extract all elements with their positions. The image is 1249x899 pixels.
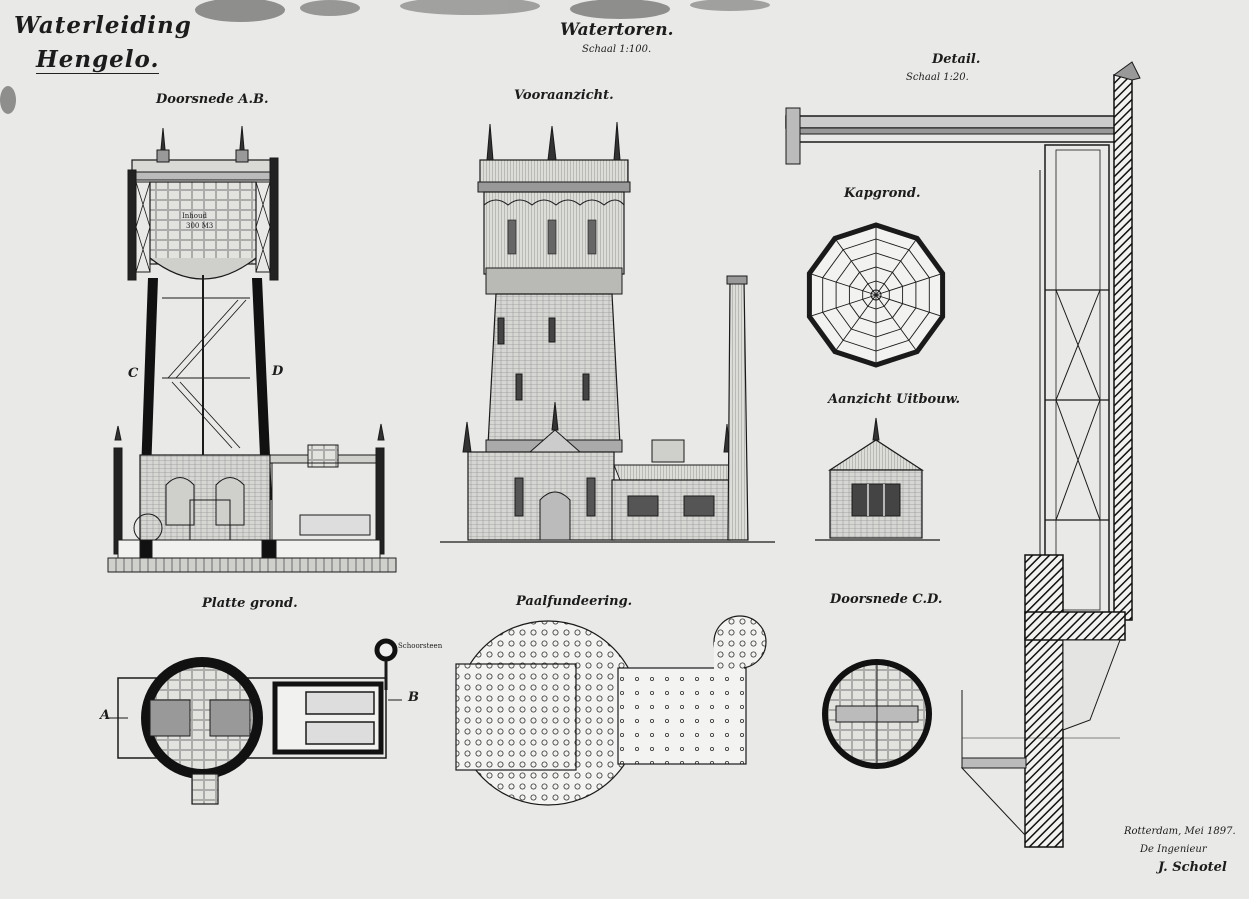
- tank-capacity-line-1: Inhoud: [182, 212, 207, 220]
- detail-scale: Schaal 1:20.: [906, 72, 969, 83]
- signature-name: J. Schotel: [1158, 860, 1227, 875]
- chimney-label: Schoorsteen: [398, 642, 443, 650]
- section-marker-c: C: [128, 366, 139, 381]
- detail-drawing: [785, 61, 1141, 848]
- section-cd-label: Doorsnede C.D.: [830, 592, 943, 607]
- detail-title: Detail.: [932, 52, 981, 67]
- pile-foundation-drawing: [455, 615, 767, 806]
- tank-capacity-line-2: 300 M3: [186, 222, 214, 230]
- ceiling-plan-label: Kapgrond.: [844, 186, 921, 201]
- floor-plan-drawing: [108, 638, 402, 805]
- signature-place-date: Rotterdam, Mei 1897.: [1124, 826, 1236, 837]
- front-elevation-label: Vooraanzicht.: [514, 88, 614, 103]
- section-ab-drawing: [107, 125, 397, 573]
- ceiling-plan-drawing: [806, 222, 946, 368]
- section-cd-drawing: [822, 659, 932, 769]
- annex-view-label: Aanzicht Uitbouw.: [828, 392, 961, 407]
- section-ab-label: Doorsnede A.B.: [156, 92, 269, 107]
- main-scale: Schaal 1:100.: [582, 44, 652, 55]
- title-line-2: Hengelo.: [36, 46, 160, 74]
- main-title: Watertoren.: [560, 20, 674, 40]
- title-line-1: Waterleiding: [14, 12, 192, 39]
- paper-stains: [0, 0, 770, 114]
- front-elevation-drawing: [440, 121, 775, 543]
- signature-role: De Ingenieur: [1140, 844, 1207, 855]
- section-marker-d: D: [272, 364, 284, 379]
- section-marker-b: B: [408, 690, 419, 705]
- pile-foundation-label: Paalfundeering.: [516, 594, 633, 609]
- section-marker-a: A: [100, 708, 111, 723]
- floor-plan-label: Platte grond.: [202, 596, 298, 611]
- annex-view-drawing: [815, 417, 940, 541]
